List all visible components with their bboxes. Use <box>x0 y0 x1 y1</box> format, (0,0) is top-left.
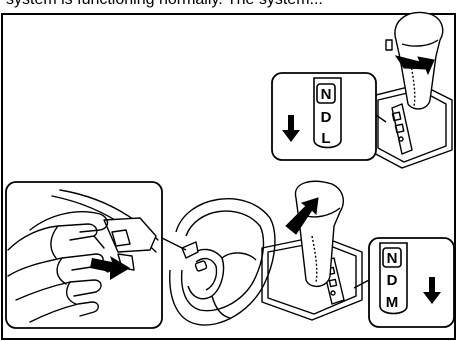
gear-l-label: L <box>321 130 330 147</box>
gear-d-label: D <box>387 272 398 289</box>
paddle-shifter-callout <box>6 182 186 328</box>
shifter-illustration-top <box>372 12 452 168</box>
gear-callout-bottom: N D M <box>354 238 454 327</box>
steering-wheel-illustration <box>170 199 275 325</box>
gear-m-label: M <box>386 294 399 311</box>
gear-callout-top: N D L <box>272 73 386 160</box>
gear-n-label: N <box>387 250 398 267</box>
gear-d-label: D <box>321 109 332 126</box>
gear-n-label: N <box>321 86 332 103</box>
